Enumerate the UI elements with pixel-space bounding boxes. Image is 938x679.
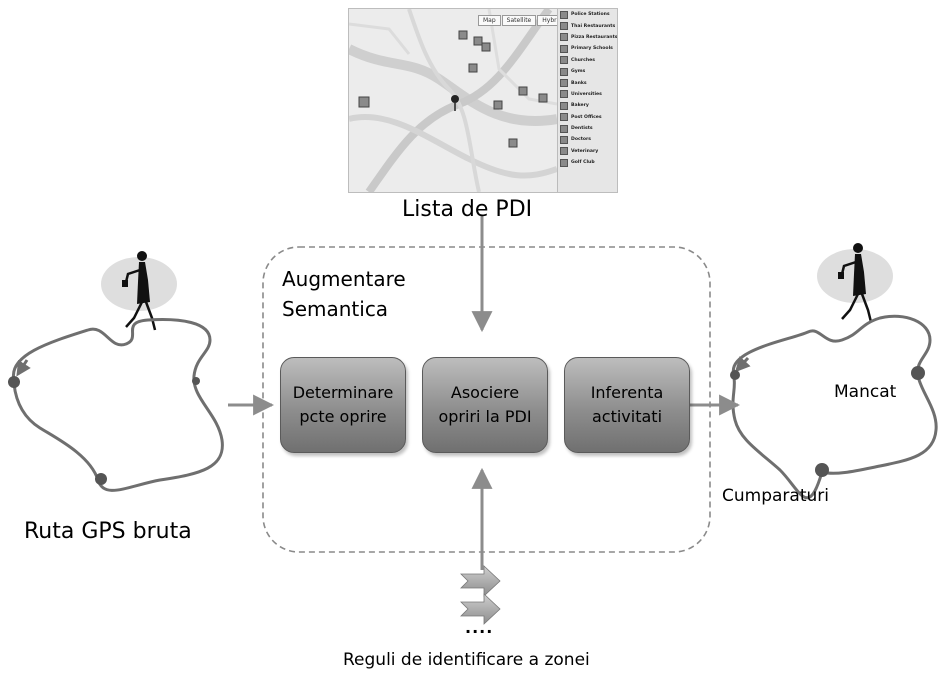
- poi-map-thumbnail: Map Satellite Hybrid Police Stations Tha…: [348, 8, 618, 193]
- legend-item-label: Primary Schools: [571, 46, 613, 52]
- stop-point: [8, 376, 20, 388]
- step-label-line2: activitati: [591, 407, 663, 426]
- map-area: [349, 9, 559, 192]
- zone-rules-label: Reguli de identificare a zonei: [343, 650, 590, 670]
- poi-category-icon: [560, 44, 568, 53]
- more-rules-ellipsis: ....: [465, 618, 494, 637]
- legend-item-label: Police Stations: [571, 12, 610, 18]
- legend-item-label: Gyms: [571, 69, 586, 75]
- map-tab-map[interactable]: Map: [478, 15, 501, 26]
- legend-item[interactable]: Gyms: [558, 66, 617, 77]
- poi-category-icon: [560, 147, 568, 156]
- annotated-route: [731, 314, 938, 500]
- legend-item-label: Post Offices: [571, 114, 602, 120]
- legend-item-label: Veterinary: [571, 148, 599, 154]
- raw-gps-route: [12, 318, 224, 492]
- legend-item-label: Churches: [571, 57, 596, 63]
- rule-arrow-icon: [460, 565, 501, 597]
- poi-legend: Police Stations Thai Restaurants Pizza R…: [557, 9, 618, 192]
- legend-item-label: Golf Club: [571, 160, 595, 166]
- map-marker-icon: [451, 95, 459, 103]
- poi-category-icon: [560, 67, 568, 76]
- shopping-activity-label: Cumparaturi: [722, 486, 829, 506]
- poi-category-icon: [560, 135, 568, 144]
- legend-item[interactable]: Police Stations: [558, 9, 617, 20]
- step-label-line2: opriri la PDI: [438, 407, 532, 426]
- poi-category-icon: [560, 101, 568, 110]
- stop-point-eat: [911, 366, 925, 380]
- poi-category-icon: [560, 33, 568, 42]
- legend-item[interactable]: Banks: [558, 77, 617, 88]
- poi-list-label: Lista de PDI: [402, 197, 533, 222]
- step-label-line1: Asociere: [450, 383, 520, 402]
- legend-item[interactable]: Thai Restaurants: [558, 20, 617, 31]
- legend-item[interactable]: Dentists: [558, 123, 617, 134]
- legend-item[interactable]: Post Offices: [558, 112, 617, 123]
- woman-walking-icon: [101, 251, 177, 331]
- poi-category-icon: [560, 79, 568, 88]
- poi-category-icon: [560, 158, 568, 167]
- legend-item-label: Banks: [571, 80, 587, 86]
- legend-item-label: Universities: [571, 91, 602, 97]
- legend-item-label: Bakery: [571, 103, 589, 109]
- poi-category-icon: [560, 56, 568, 65]
- rule-arrow-icon: [460, 593, 501, 625]
- legend-item[interactable]: Universities: [558, 89, 617, 100]
- woman-walking-icon: [817, 243, 893, 323]
- stop-point: [95, 473, 107, 485]
- legend-item-label: Pizza Restaurants: [571, 34, 618, 40]
- eat-activity-label: Mancat: [834, 382, 897, 402]
- legend-item[interactable]: Golf Club: [558, 157, 617, 168]
- semantic-augmentation-title: Augmentare Semantica: [282, 264, 406, 324]
- stop-point-shopping: [815, 463, 829, 477]
- poi-category-icon: [560, 90, 568, 99]
- poi-category-icon: [560, 124, 568, 133]
- title-line-1: Augmentare: [282, 267, 406, 291]
- legend-item[interactable]: Doctors: [558, 134, 617, 145]
- step-label-line1: Determinare: [292, 383, 394, 402]
- legend-item[interactable]: Veterinary: [558, 146, 617, 157]
- step-activity-inference: Inferenta activitati: [564, 357, 690, 453]
- map-tab-satellite[interactable]: Satellite: [501, 15, 537, 26]
- stop-point: [192, 377, 200, 385]
- legend-item-label: Dentists: [571, 126, 593, 132]
- poi-category-icon: [560, 10, 568, 19]
- poi-category-icon: [560, 113, 568, 122]
- stop-point: [730, 370, 740, 380]
- title-line-2: Semantica: [282, 297, 389, 321]
- legend-item-label: Doctors: [571, 137, 592, 143]
- legend-item[interactable]: Pizza Restaurants: [558, 32, 618, 43]
- poi-category-icon: [560, 22, 568, 31]
- raw-route-label: Ruta GPS bruta: [24, 519, 192, 544]
- step-stop-detection: Determinare pcte oprire: [280, 357, 406, 453]
- step-label-line2: pcte oprire: [299, 407, 387, 426]
- legend-item-label: Thai Restaurants: [571, 23, 616, 29]
- step-label-line1: Inferenta: [590, 383, 664, 402]
- legend-item[interactable]: Primary Schools: [558, 43, 617, 54]
- legend-item[interactable]: Bakery: [558, 100, 617, 111]
- legend-item[interactable]: Churches: [558, 55, 617, 66]
- map-type-tabs: Map Satellite Hybrid: [477, 15, 568, 26]
- step-poi-association: Asociere opriri la PDI: [422, 357, 548, 453]
